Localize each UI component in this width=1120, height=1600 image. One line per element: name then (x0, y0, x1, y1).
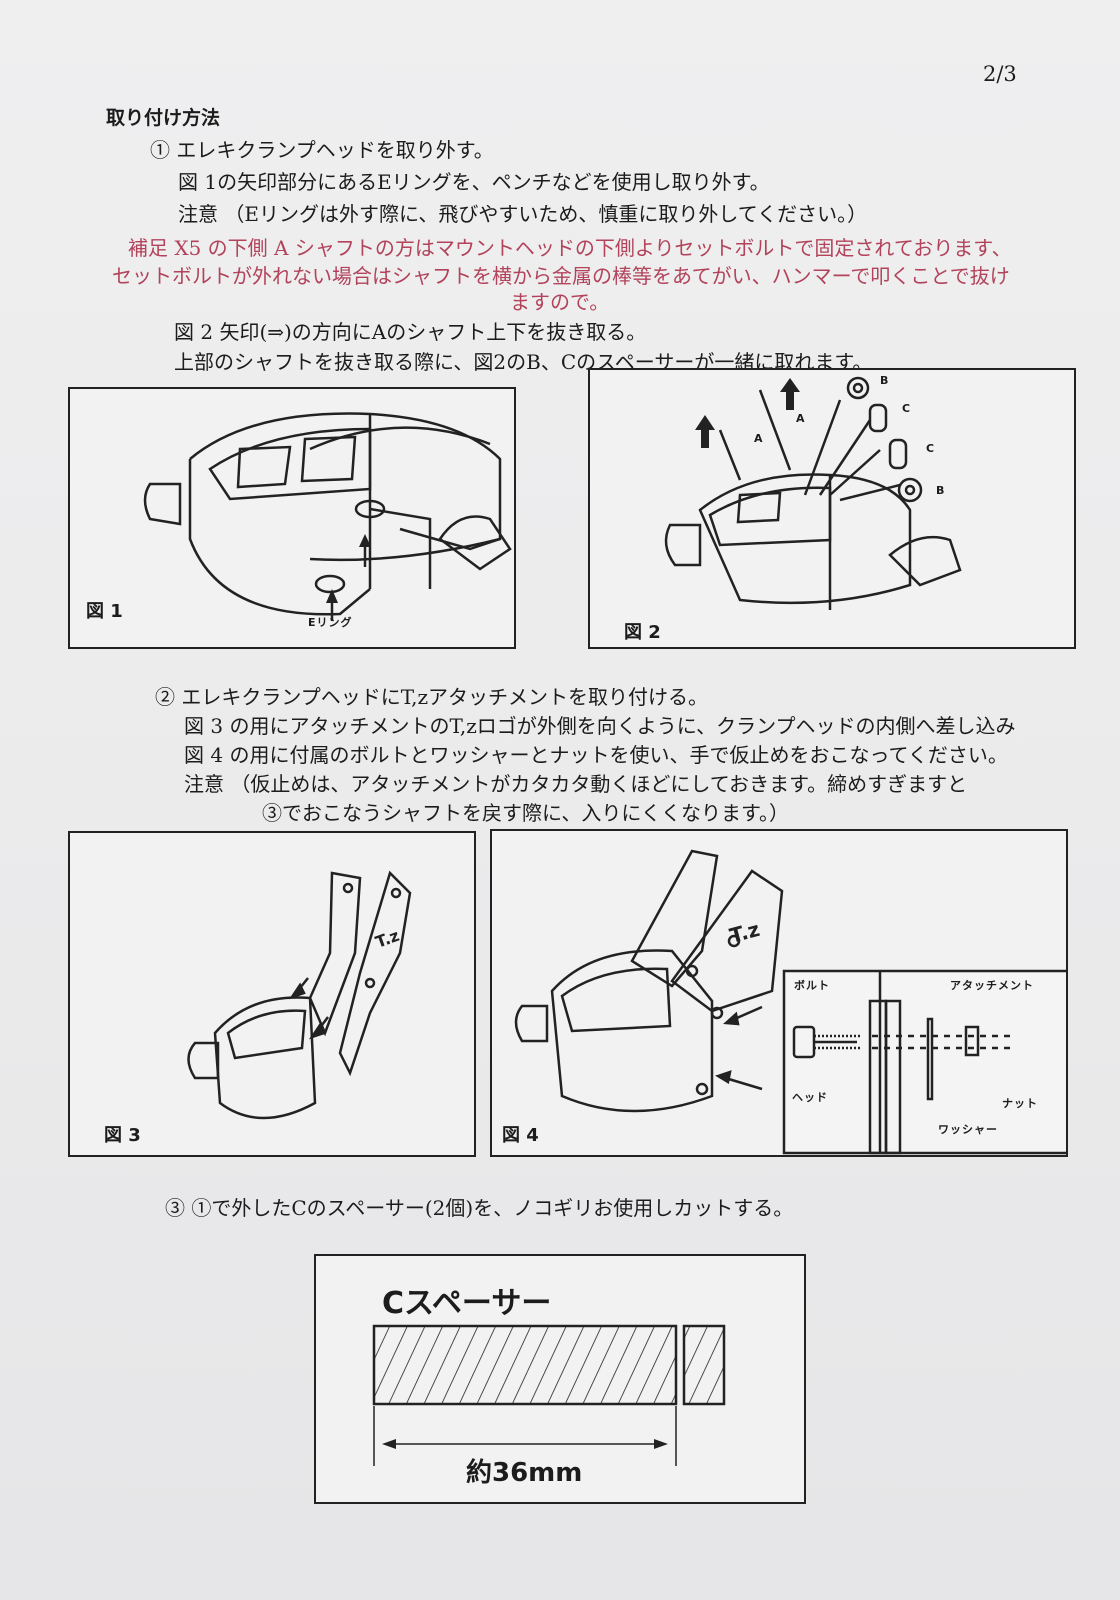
spacer-diagram: Cスペーサー 約36mm (314, 1254, 806, 1504)
tz-logo: T.z (373, 926, 402, 952)
figure-3: T.z 図 3 (68, 831, 476, 1157)
figure-3-label: 図 3 (104, 1125, 141, 1146)
shaft-removal-drawing (664, 376, 962, 610)
supplement-line-3: ますので。 (510, 290, 610, 314)
label-b-bottom: B (936, 484, 946, 497)
step2-caution: 注意 （仮止めは、アタッチメントがカタカタ動くほどにしておきます。締めすぎますと (184, 772, 968, 796)
tz-logo: T.z (727, 917, 762, 948)
step2-heading: ② エレキクランプヘッドにT,zアタッチメントを取り付ける。 (155, 685, 709, 709)
attachment-bolt-drawing: T.z (514, 849, 1066, 1155)
step2-line-2: 図 4 の用に付属のボルトとワッシャーとナットを使い、手で仮止めをおこなってくだ… (184, 743, 1008, 767)
label-a-right: A (796, 412, 806, 425)
figure-4: T.z ボルト アタッチメント (490, 829, 1068, 1157)
fig2-instruction: 図 2 矢印(⇒)の方向にAのシャフト上下を抜き取る。 (174, 320, 647, 344)
label-a-left: A (754, 432, 764, 445)
spacer-diagram-title: Cスペーサー (382, 1286, 552, 1321)
spacer-cut-drawing (372, 1324, 726, 1466)
bolt-label: ボルト (794, 979, 830, 992)
nut-label: ナット (1002, 1097, 1038, 1110)
figure-2: A A B C C B 図 2 (588, 368, 1076, 649)
section-title: 取り付け方法 (106, 107, 221, 129)
e-ring-callout: Eリング (308, 616, 353, 629)
figure-4-label: 図 4 (502, 1125, 539, 1146)
step1-line: 図 1の矢印部分にあるEリングを、ペンチなどを使用し取り外す。 (178, 170, 770, 194)
label-c-bottom: C (926, 442, 936, 455)
attachment-label: アタッチメント (950, 979, 1034, 992)
step2-caution-2: ③でおこなうシャフトを戻す際に、入りにくくなります。） (262, 801, 789, 825)
supplement-line-1: 補足 X5 の下側 A シャフトの方はマウントヘッドの下側よりセットボルトで固定… (128, 236, 1012, 260)
label-c-top: C (902, 402, 912, 415)
head-label: ヘッド (792, 1091, 828, 1104)
figure-1: 図 1 Eリング (68, 387, 516, 649)
washer-label: ワッシャー (938, 1123, 998, 1136)
supplement-line-2: セットボルトが外れない場合はシャフトを横から金属の棒等をあてがい、ハンマーで叩く… (112, 264, 1010, 288)
spacer-length: 約36mm (466, 1458, 583, 1488)
figure-2-label: 図 2 (624, 622, 661, 643)
attachment-insert-drawing: T.z (187, 870, 412, 1120)
clamp-head-drawing (143, 412, 512, 621)
label-b-top: B (880, 374, 890, 387)
page-number: 2/3 (983, 62, 1017, 86)
figure-1-label: 図 1 (86, 601, 123, 622)
step3-heading: ③ ①で外したCのスペーサー(2個)を、ノコギリお使用しカットする。 (165, 1196, 794, 1220)
step1-caution: 注意 （Eリングは外す際に、飛びやすいため、慎重に取り外してください。） (178, 202, 868, 226)
step1-heading: ① エレキクランプヘッドを取り外す。 (150, 138, 494, 162)
step2-line-1: 図 3 の用にアタッチメントのT,zロゴが外側を向くように、クランプヘッドの内側… (184, 714, 1016, 738)
